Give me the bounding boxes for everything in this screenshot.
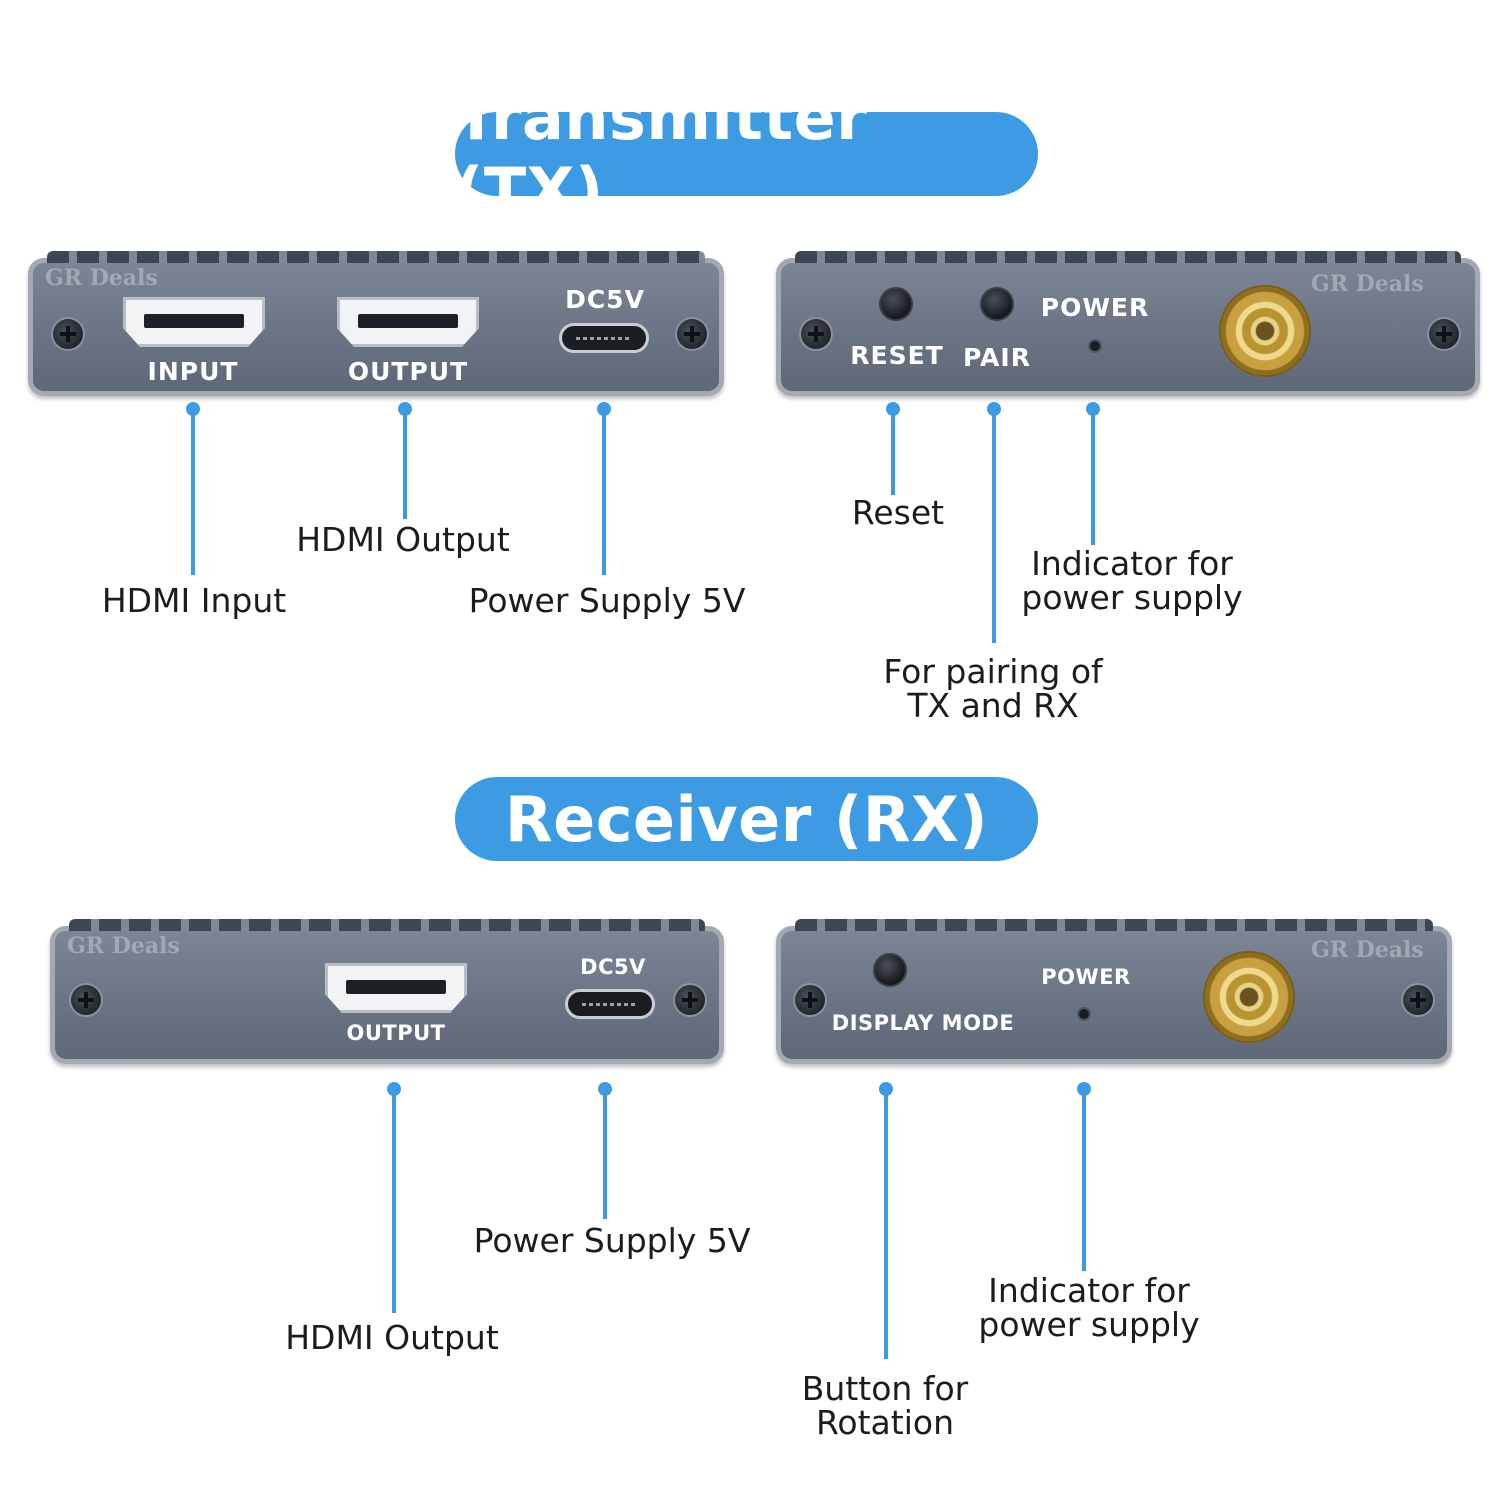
button-label-pair: PAIR bbox=[963, 343, 1031, 372]
button-label-display-mode: DISPLAY MODE bbox=[831, 1011, 1015, 1035]
led-label-power: POWER bbox=[1041, 965, 1131, 989]
caption-indicator-line2: power supply bbox=[978, 1305, 1200, 1344]
port-label-dc5v: DC5V bbox=[580, 955, 646, 979]
rx-back-panel: GR Deals DISPLAY MODE POWER bbox=[776, 919, 1452, 1064]
caption-hdmi-output: HDMI Output bbox=[285, 1318, 499, 1357]
vent-grille bbox=[795, 919, 1433, 931]
callout-line bbox=[1082, 1089, 1086, 1271]
screw-icon bbox=[69, 983, 103, 1017]
usb-c-power-port bbox=[565, 989, 655, 1019]
caption-indicator-line2: power supply bbox=[1021, 578, 1243, 617]
caption-indicator-line1: Indicator for bbox=[988, 1271, 1190, 1310]
screw-icon bbox=[51, 317, 85, 351]
watermark: GR Deals bbox=[67, 933, 180, 959]
caption-pairing-line1: For pairing of bbox=[883, 652, 1103, 691]
caption-rotation: Button for Rotation bbox=[774, 1372, 996, 1440]
caption-pairing-line2: TX and RX bbox=[907, 686, 1079, 725]
usb-c-power-port bbox=[559, 323, 649, 353]
screw-icon bbox=[1427, 317, 1461, 351]
caption-hdmi-output: HDMI Output bbox=[296, 520, 510, 559]
caption-power-supply: Power Supply 5V bbox=[468, 581, 746, 620]
caption-power-supply: Power Supply 5V bbox=[473, 1221, 751, 1260]
screw-icon bbox=[675, 317, 709, 351]
pair-button bbox=[980, 287, 1014, 321]
power-indicator-led bbox=[1088, 339, 1102, 353]
caption-indicator: Indicator for power supply bbox=[966, 1274, 1212, 1342]
button-label-reset: RESET bbox=[850, 341, 944, 370]
vent-grille bbox=[795, 251, 1461, 263]
callout-line bbox=[603, 1089, 607, 1219]
hdmi-output-port bbox=[325, 963, 467, 1013]
callout-line bbox=[602, 409, 606, 575]
watermark: GR Deals bbox=[1311, 271, 1424, 297]
hdmi-output-port bbox=[337, 297, 479, 347]
display-mode-button bbox=[873, 953, 907, 987]
vent-grille bbox=[47, 251, 705, 263]
callout-line bbox=[992, 409, 996, 643]
caption-rotation-line1: Button for bbox=[801, 1369, 969, 1408]
antenna-connector bbox=[1203, 951, 1295, 1043]
reset-button bbox=[879, 287, 913, 321]
port-label-output: OUTPUT bbox=[346, 1021, 446, 1045]
watermark: GR Deals bbox=[45, 265, 158, 291]
caption-hdmi-input: HDMI Input bbox=[101, 581, 287, 620]
screw-icon bbox=[1401, 983, 1435, 1017]
port-label-dc5v: DC5V bbox=[565, 285, 645, 314]
callout-line bbox=[891, 409, 895, 495]
callout-line bbox=[403, 409, 407, 519]
power-indicator-led bbox=[1077, 1007, 1091, 1021]
port-label-input: INPUT bbox=[147, 357, 239, 386]
caption-reset: Reset bbox=[851, 493, 945, 532]
antenna-connector bbox=[1219, 285, 1311, 377]
callout-line bbox=[392, 1089, 396, 1313]
hdmi-input-port bbox=[123, 297, 265, 347]
caption-pairing: For pairing of TX and RX bbox=[860, 655, 1126, 723]
screw-icon bbox=[673, 983, 707, 1017]
port-label-output: OUTPUT bbox=[347, 357, 469, 386]
vent-grille bbox=[69, 919, 705, 931]
led-label-power: POWER bbox=[1040, 293, 1150, 322]
watermark: GR Deals bbox=[1311, 937, 1424, 963]
screw-icon bbox=[793, 983, 827, 1017]
caption-indicator-line1: Indicator for bbox=[1031, 544, 1233, 583]
screw-icon bbox=[799, 317, 833, 351]
tx-back-panel: GR Deals RESET PAIR POWER bbox=[776, 251, 1480, 396]
receiver-title: Receiver (RX) bbox=[455, 777, 1038, 861]
caption-indicator: Indicator for power supply bbox=[1010, 547, 1254, 615]
callout-line bbox=[1091, 409, 1095, 545]
rx-front-panel: GR Deals OUTPUT DC5V bbox=[50, 919, 724, 1064]
callout-line bbox=[884, 1089, 888, 1359]
transmitter-title: Transmitter (TX) bbox=[455, 81, 1038, 227]
tx-front-panel: GR Deals INPUT OUTPUT DC5V bbox=[28, 251, 724, 396]
callout-line bbox=[191, 409, 195, 575]
caption-rotation-line2: Rotation bbox=[815, 1403, 954, 1442]
